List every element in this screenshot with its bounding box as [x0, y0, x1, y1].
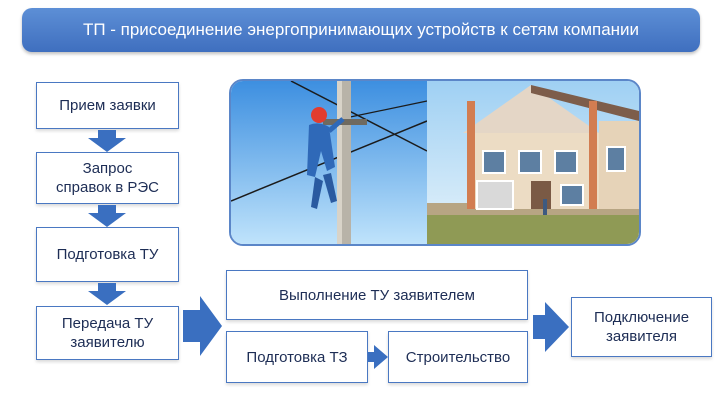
step-connection: Подключение заявителя	[571, 297, 712, 357]
step-application: Прием заявки	[36, 82, 179, 129]
step-transfer-tu: Передача ТУ заявителю	[36, 306, 179, 360]
step-prepare-tz: Подготовка ТЗ	[226, 331, 368, 383]
arrow-right-icon	[183, 296, 222, 356]
illustration-photo	[229, 79, 641, 246]
title-text: ТП - присоединение энергопринимающих уст…	[82, 20, 640, 39]
arrow-down-icon	[88, 283, 126, 305]
step-request: Запрос справок в РЭС	[36, 152, 179, 204]
arrow-down-icon	[88, 205, 126, 227]
step-application-label: Прием заявки	[59, 97, 156, 114]
arrow-right-icon	[533, 302, 569, 352]
electrician-on-pole-image	[231, 81, 428, 244]
page-title: ТП - присоединение энергопринимающих уст…	[22, 8, 700, 52]
step-execute-tu-label: Выполнение ТУ заявителем	[279, 286, 475, 304]
step-transfer-tu-label: Передача ТУ заявителю	[61, 315, 154, 351]
step-prepare-tu: Подготовка ТУ	[36, 227, 179, 282]
step-construction: Строительство	[388, 331, 528, 383]
step-execute-tu: Выполнение ТУ заявителем	[226, 270, 528, 320]
arrow-right-icon	[368, 345, 388, 369]
step-request-label: Запрос справок в РЭС	[56, 160, 159, 196]
arrow-down-icon	[88, 130, 126, 152]
step-connection-label: Подключение заявителя	[593, 309, 690, 345]
step-construction-label: Строительство	[405, 348, 511, 366]
step-prepare-tu-label: Подготовка ТУ	[56, 246, 159, 263]
house-image	[427, 81, 639, 244]
step-prepare-tz-label: Подготовка ТЗ	[246, 348, 348, 366]
